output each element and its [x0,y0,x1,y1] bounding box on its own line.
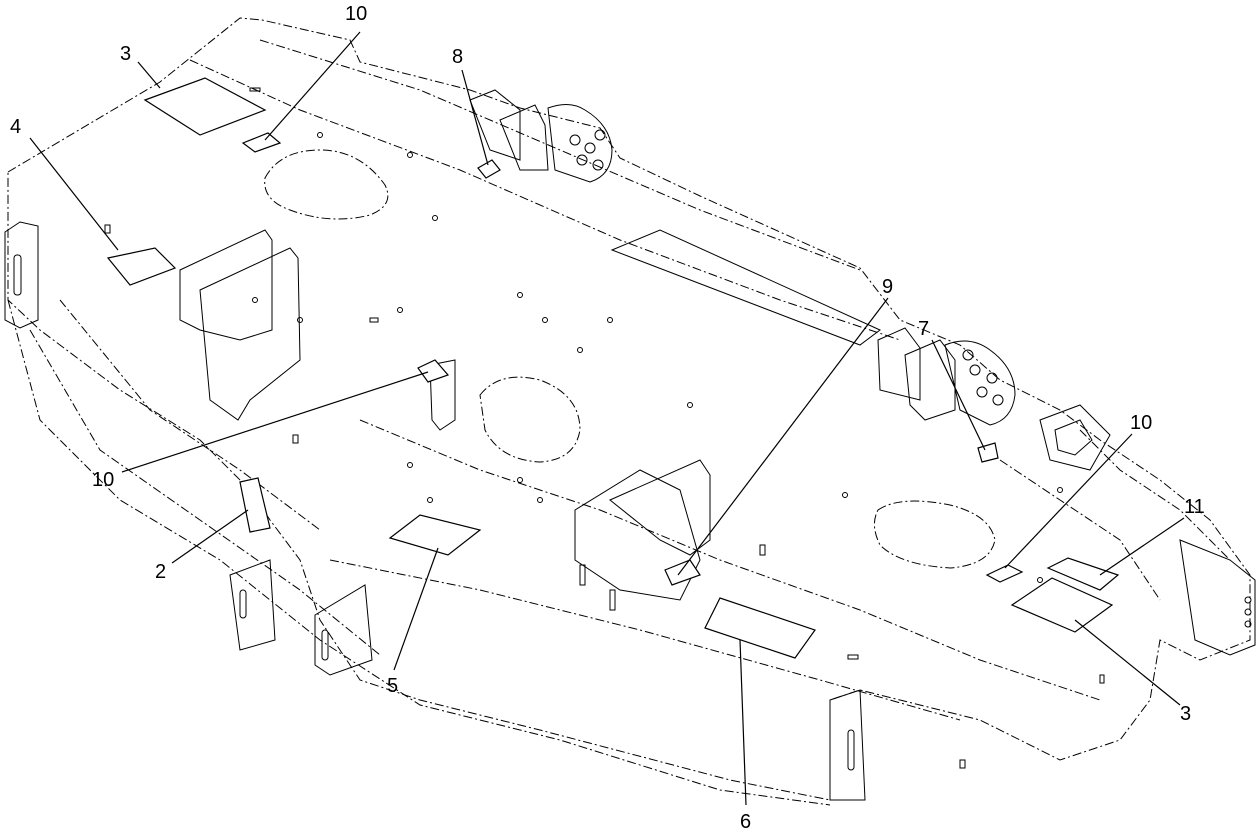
left-spindle-opening [264,149,389,220]
decal-7 [977,442,999,463]
callout-5: 5 [387,675,398,697]
decal-10-center [417,359,450,383]
callout-11: 11 [1184,496,1205,518]
decal-3-left [143,77,267,136]
decal-2 [239,477,271,533]
left-end-plate [4,221,39,329]
decal-10-rear [241,132,282,153]
callout-10-right: 10 [1130,412,1152,434]
decal-11 [1046,557,1120,591]
callout-2: 2 [155,561,166,583]
callout-9: 9 [882,276,893,298]
callout-7: 7 [918,318,929,340]
callout-10-rear: 10 [345,3,367,25]
front-left-post [229,559,276,651]
decal-4 [106,247,177,286]
callout-8: 8 [452,46,463,68]
decal-10-right [985,564,1024,583]
front-mid-post [314,584,373,676]
mounting-holes [104,87,1105,769]
callout-3-left: 3 [120,43,131,65]
callout-labels: 3 10 8 4 9 7 10 10 11 2 5 6 3 [10,3,1205,833]
callout-10-center: 10 [92,469,114,491]
decals [106,77,1120,659]
decal-6 [704,597,816,659]
right-spindle-opening [874,500,996,569]
brackets [4,89,1256,801]
decal-9 [664,559,701,586]
callout-4: 4 [10,116,21,138]
right-end-plate [1179,539,1256,656]
spindle-openings [264,149,996,569]
leader-lines [29,31,1185,806]
decal-5 [388,514,482,556]
rear-hitch-plate [469,89,521,161]
center-spindle-opening [479,376,581,463]
callout-3-right: 3 [1180,703,1191,725]
decal-3-right [1010,577,1114,633]
deck-body [7,17,1251,806]
decal-8 [477,159,501,179]
callout-6: 6 [740,811,751,833]
front-right-post [829,689,866,801]
